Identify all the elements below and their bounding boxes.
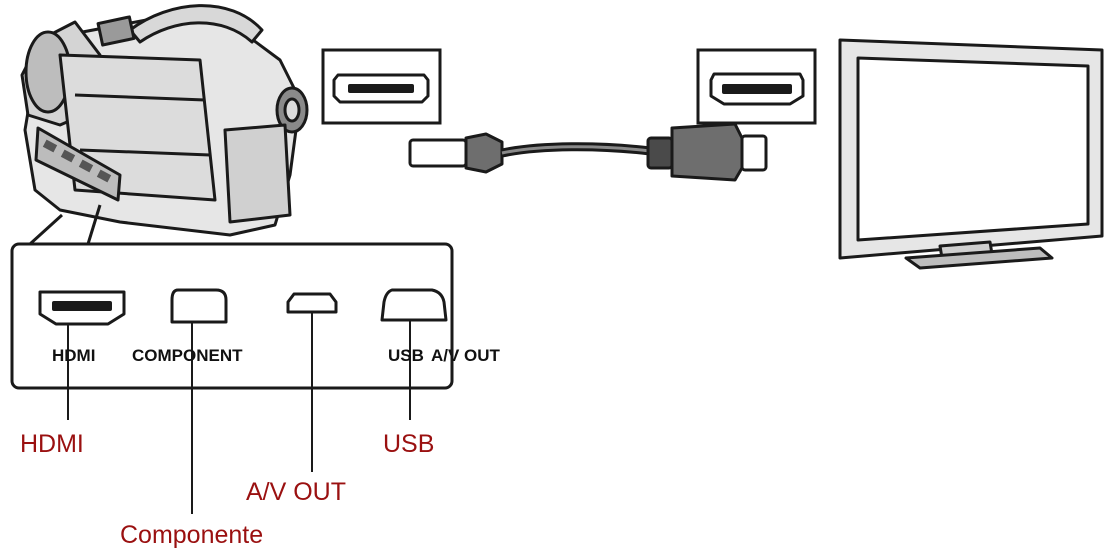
hdmi-port-icon xyxy=(38,290,126,326)
callout-component: Componente xyxy=(120,521,263,549)
panel-label-component: COMPONENT xyxy=(132,346,243,365)
panel-label-usb: USB xyxy=(388,346,424,365)
component-port-icon xyxy=(170,288,228,324)
flat-tv-icon xyxy=(838,38,1104,270)
panel-label-hdmi: HDMI xyxy=(52,346,95,365)
callout-av-out: A/V OUT xyxy=(246,478,346,506)
camcorder-icon xyxy=(20,4,309,237)
tv-hdmi-port-icon xyxy=(696,48,817,125)
camcorder-jacks xyxy=(42,139,112,183)
leader-lines xyxy=(67,312,411,514)
usb-port-icon xyxy=(380,288,448,322)
hdmi-cable-icon xyxy=(408,122,768,182)
mini-hdmi-port-icon xyxy=(321,48,442,125)
callout-hdmi: HDMI xyxy=(20,430,84,458)
panel-label-av-out: A/V OUT xyxy=(431,346,501,365)
callout-usb: USB xyxy=(383,430,434,458)
zoom-indicator xyxy=(28,204,102,246)
av-out-port-icon xyxy=(286,292,338,314)
port-panel xyxy=(10,242,454,390)
